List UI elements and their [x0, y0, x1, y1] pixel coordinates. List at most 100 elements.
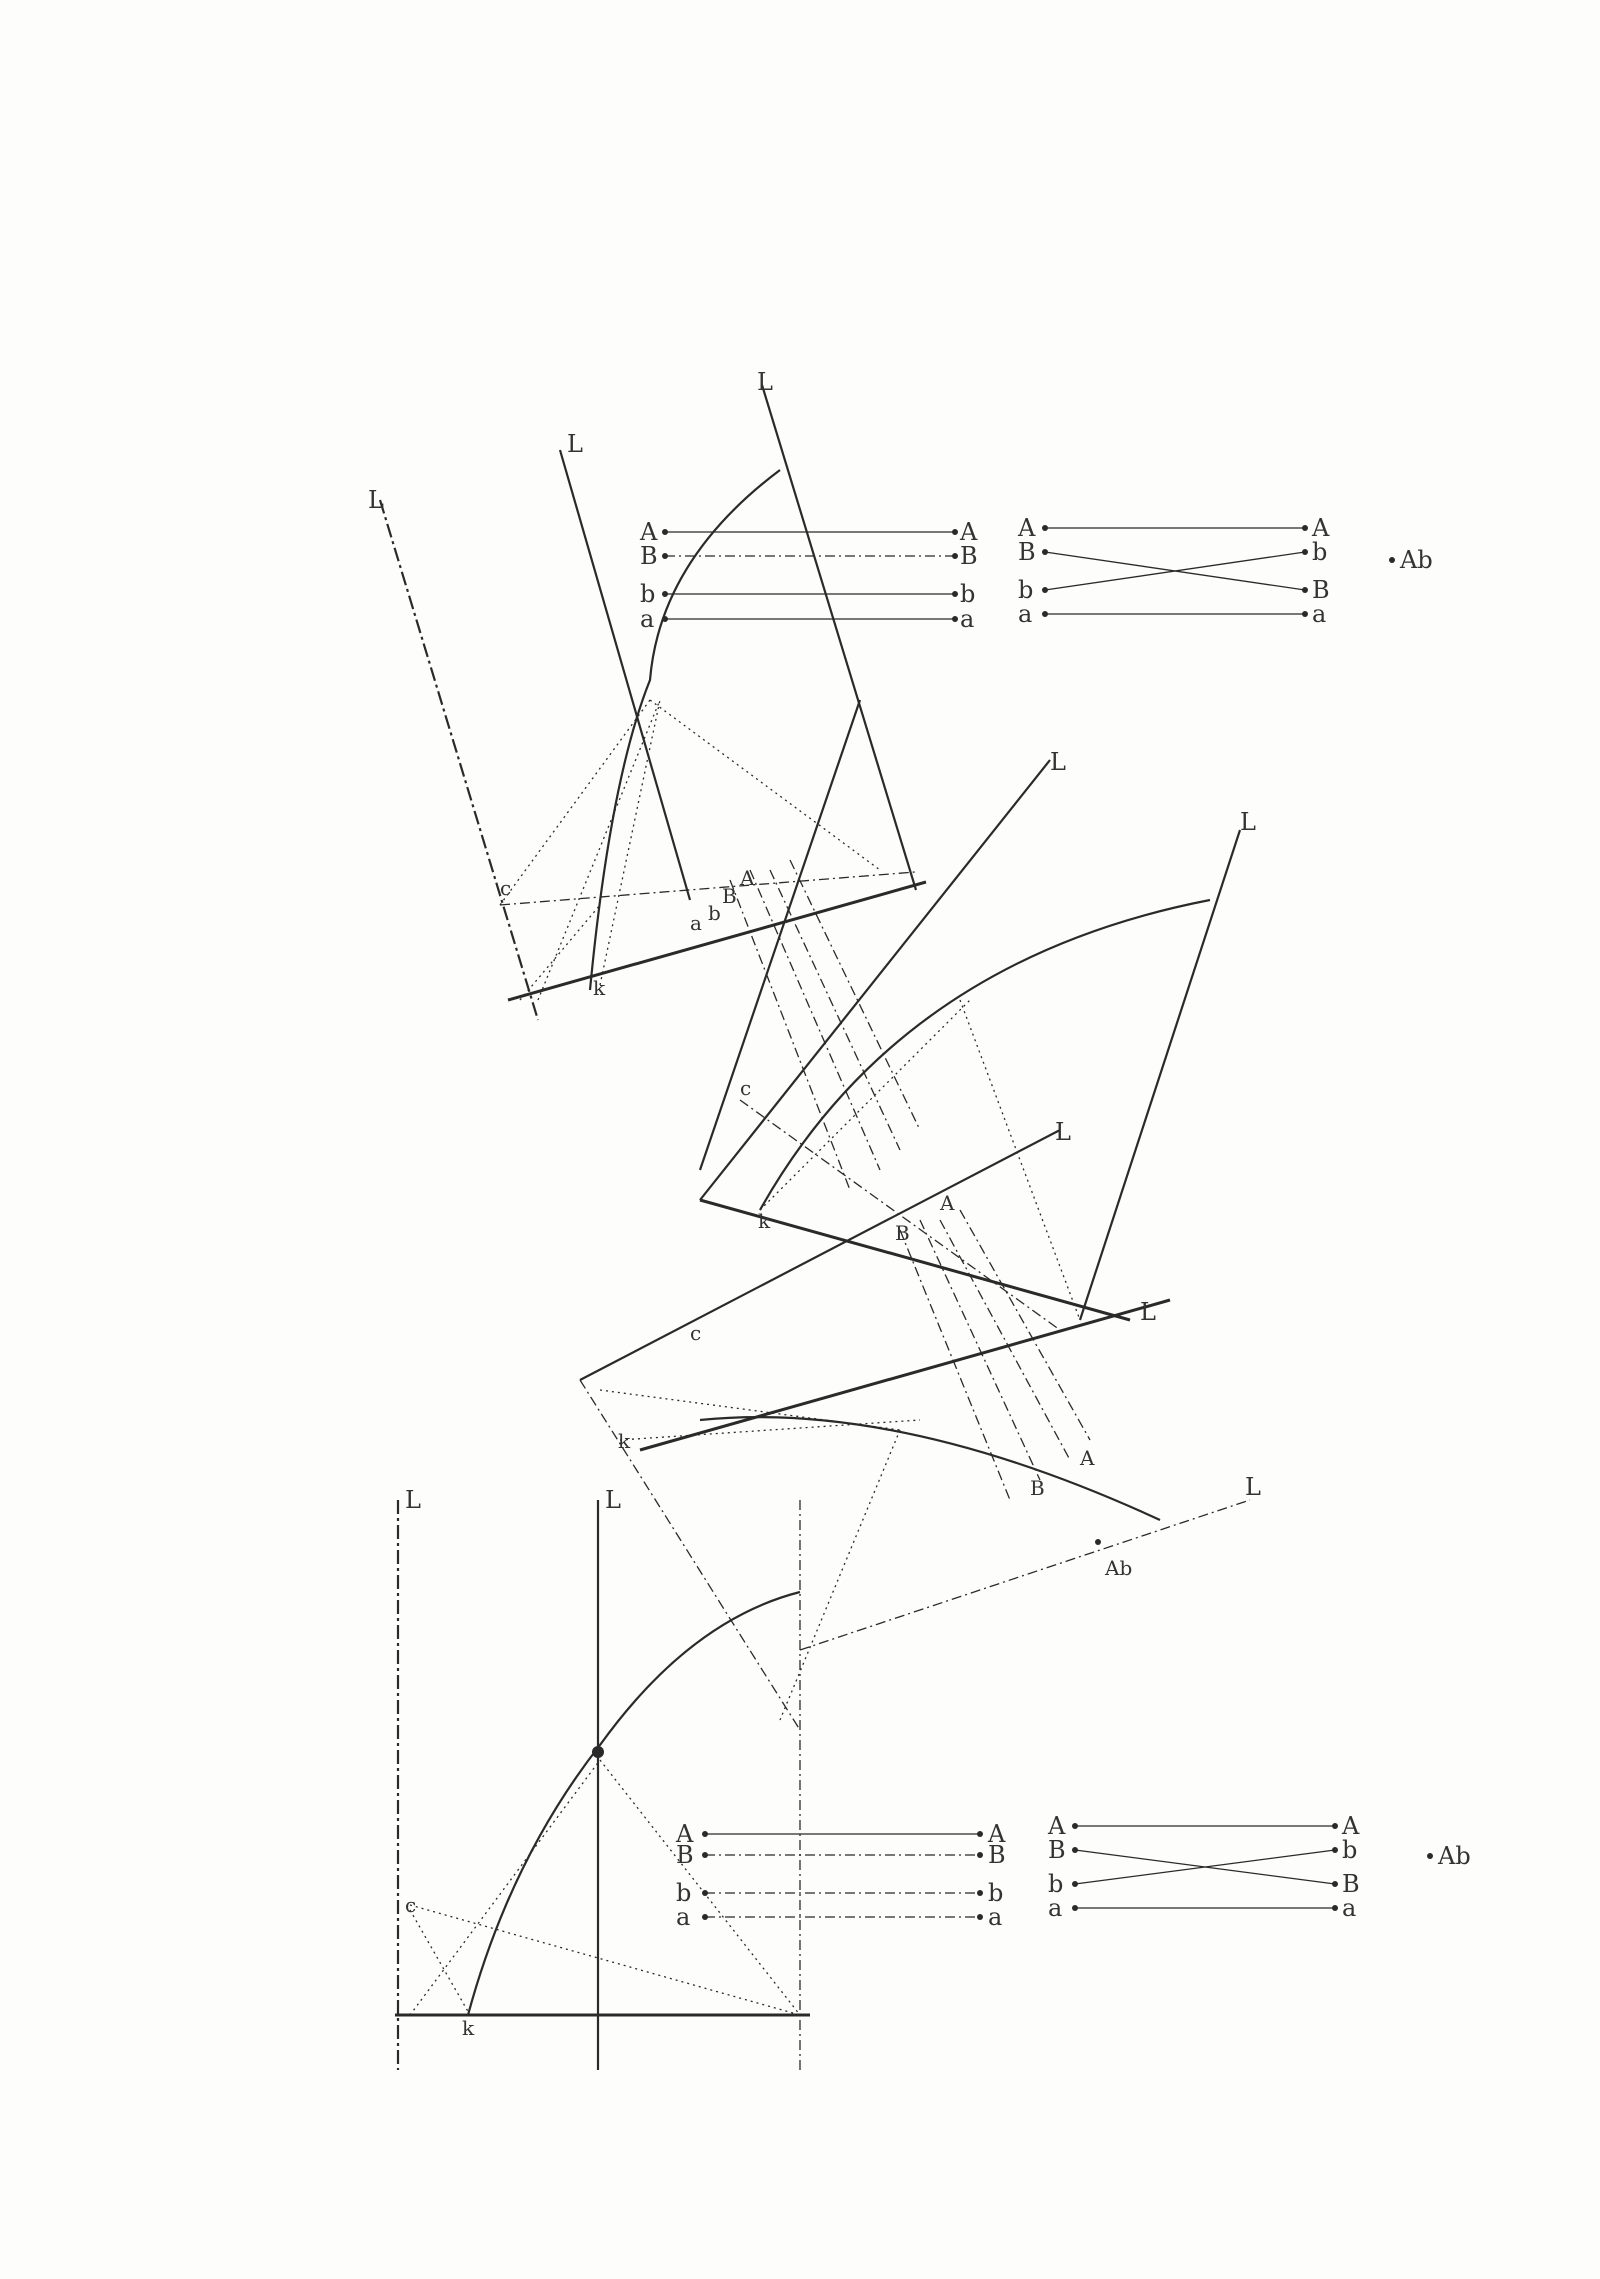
- conn-1: [729, 879, 851, 1191]
- top-line-L3: [760, 384, 918, 891]
- point: [702, 1914, 708, 1920]
- point: [1302, 611, 1308, 617]
- label-c-mid: c: [740, 1076, 751, 1100]
- top-par-right-1: B: [960, 542, 978, 570]
- mid-line-L-b: [1078, 829, 1242, 1321]
- label-c-bottom: c: [405, 1893, 416, 1917]
- point: [977, 1831, 983, 1837]
- point: [1332, 1847, 1338, 1853]
- label-k-top: k: [593, 976, 606, 1000]
- bot-cross-right-2: B: [1342, 1870, 1360, 1898]
- point: [952, 616, 958, 622]
- point: [1042, 587, 1048, 593]
- top-table-parallel: A B b a A B b a: [639, 518, 978, 633]
- bottom-extra-point-label: Ab: [1437, 1842, 1471, 1870]
- top-par-right-2: b: [960, 580, 975, 608]
- mid-arc: [759, 898, 1211, 1211]
- mid2-arc: [699, 1416, 1161, 1521]
- conn-2: [749, 869, 881, 1171]
- bottom-arc: [466, 1590, 801, 2016]
- top-line-L1: [378, 499, 540, 1021]
- point: [1042, 549, 1048, 555]
- point: [1072, 1905, 1078, 1911]
- conn-5: [899, 1229, 1011, 1501]
- point: [1042, 525, 1048, 531]
- mid-label-A3: A: [1079, 1446, 1095, 1470]
- point: [977, 1914, 983, 1920]
- top-par-left-3: a: [640, 605, 654, 633]
- bottom-diag-3: [599, 1759, 801, 2016]
- bottom-table-parallel: A B b a A B b a: [675, 1820, 1006, 1931]
- bottom-diag-4: [409, 1909, 471, 2016]
- bot-par-right-3: a: [988, 1903, 1002, 1931]
- mid2-diag-3: [779, 1429, 901, 1721]
- bot-par-left-2: b: [676, 1879, 691, 1907]
- label-k-mid: k: [758, 1209, 771, 1233]
- point: [1095, 1539, 1101, 1545]
- point: [1302, 587, 1308, 593]
- bot-par-right-1: B: [988, 1841, 1006, 1869]
- top-extra-point-label: Ab: [1399, 546, 1433, 574]
- conn-8: [959, 1209, 1091, 1441]
- bot-par-left-1: B: [676, 1841, 694, 1869]
- mid-label-A2: A: [939, 1191, 955, 1215]
- bot-par-left-3: a: [676, 1903, 690, 1931]
- bottom-diag-1: [409, 1904, 801, 2016]
- point: [1072, 1847, 1078, 1853]
- point: [1302, 525, 1308, 531]
- bot-cross-right-3: a: [1342, 1894, 1356, 1922]
- bottom-figure: L L c k: [395, 1486, 810, 2070]
- point: [662, 553, 668, 559]
- mid-diag-3: [759, 999, 971, 1211]
- mid2-line-2: [639, 1298, 1171, 1452]
- top-arc: [588, 469, 781, 991]
- label-L-9: L: [405, 1486, 421, 1514]
- top-cross-right-2: B: [1312, 576, 1330, 604]
- mid-base-line: [699, 1198, 1131, 1322]
- mid-line-L-a: [699, 759, 1051, 1201]
- mid-label-b: b: [708, 901, 721, 925]
- top-par-left-0: A: [639, 518, 658, 546]
- label-L-6: L: [1140, 1298, 1156, 1326]
- label-L-2: L: [567, 430, 583, 458]
- point: [977, 1890, 983, 1896]
- top-cross-line: [499, 871, 916, 906]
- label-L-10: L: [605, 1486, 621, 1514]
- label-k-mid2: k: [618, 1429, 631, 1453]
- mid-label-B2: B: [895, 1221, 910, 1245]
- point: [702, 1831, 708, 1837]
- point: [1427, 1853, 1433, 1859]
- top-cross-left-3: a: [1018, 600, 1032, 628]
- bot-cross-line-3: [1074, 1849, 1336, 1885]
- top-par-right-3: a: [960, 605, 974, 633]
- label-L-4: L: [1050, 748, 1066, 776]
- mid2-line-1: [579, 1129, 1061, 1381]
- conn-7: [939, 1219, 1071, 1461]
- point: [1332, 1881, 1338, 1887]
- label-L-8: L: [1245, 1473, 1261, 1501]
- top-diag-3: [537, 699, 661, 1001]
- point: [702, 1890, 708, 1896]
- top-cross-left-0: A: [1017, 514, 1036, 542]
- bot-par-right-0: A: [987, 1820, 1006, 1848]
- mid-label-B: B: [722, 884, 737, 908]
- bottom-diag-2: [409, 1759, 601, 2016]
- point: [662, 591, 668, 597]
- top-par-right-0: A: [959, 518, 978, 546]
- bot-par-right-2: b: [988, 1879, 1003, 1907]
- point: [592, 1746, 604, 1758]
- point: [1302, 549, 1308, 555]
- bot-cross-left-3: a: [1048, 1894, 1062, 1922]
- bot-cross-left-1: B: [1048, 1836, 1066, 1864]
- mid-label-A: A: [739, 866, 755, 890]
- point: [1332, 1823, 1338, 1829]
- top-rising-line: [698, 699, 862, 1171]
- mid2-line-3: [799, 1499, 1251, 1651]
- bot-par-left-0: A: [675, 1820, 694, 1848]
- top-cross-line-3: [1044, 551, 1306, 591]
- point: [1389, 557, 1395, 563]
- mid2-diag-2: [619, 1419, 921, 1441]
- top-line-L2: [558, 449, 692, 901]
